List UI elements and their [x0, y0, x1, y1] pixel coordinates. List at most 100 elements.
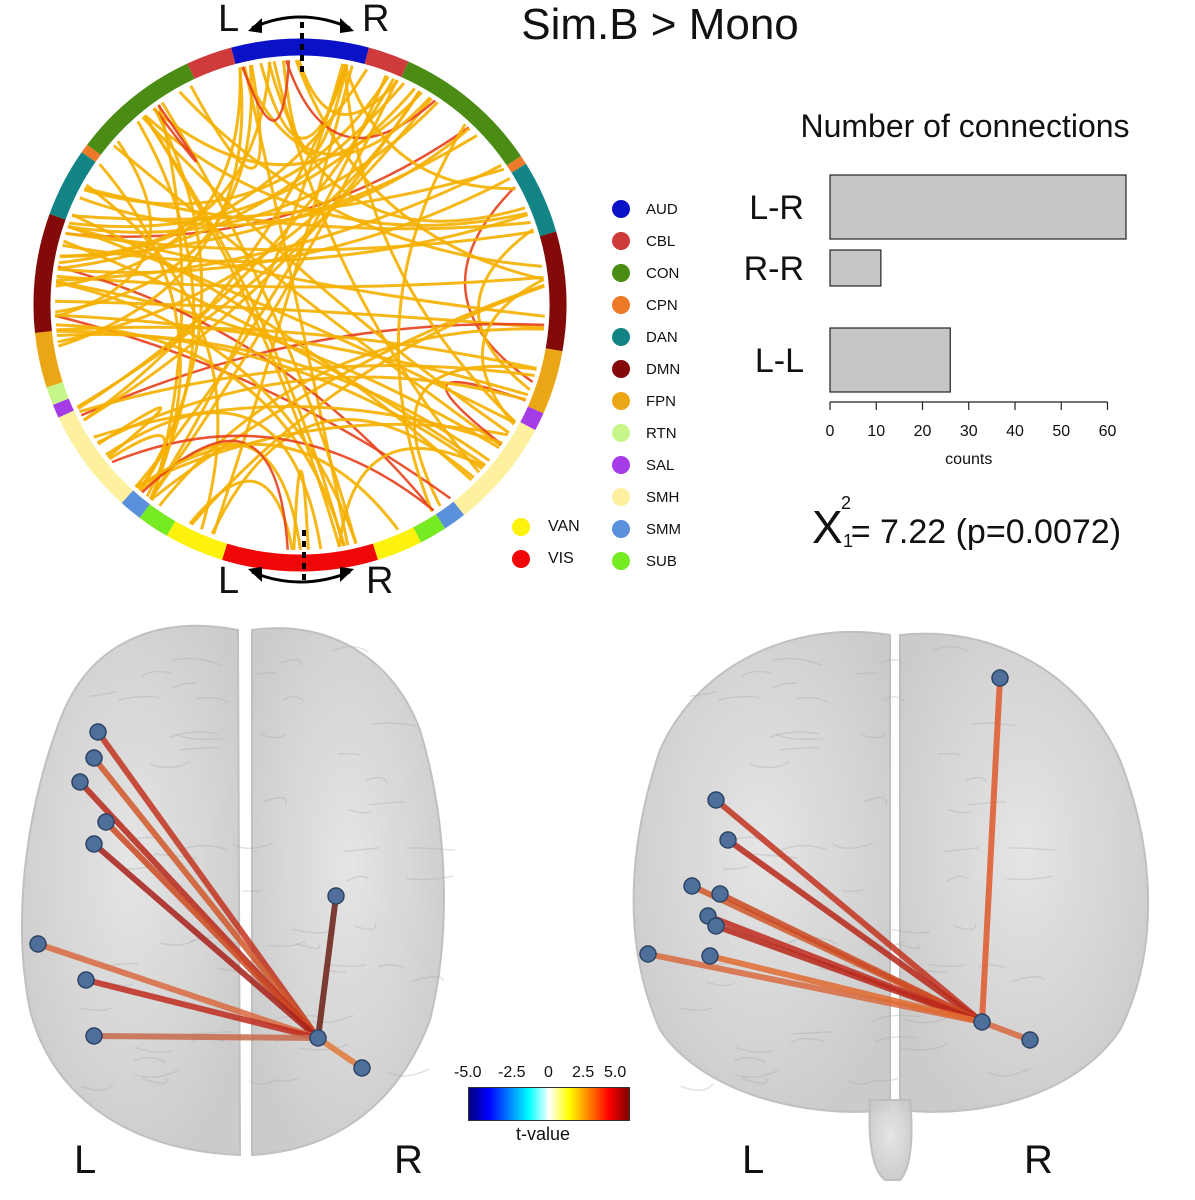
gyrus-line — [1011, 976, 1045, 983]
chord-connection — [67, 101, 439, 234]
x-axis-label: counts — [945, 451, 992, 468]
chord-connection — [56, 163, 502, 282]
legend-label: SAL — [646, 456, 675, 474]
gyrus-line — [874, 1036, 918, 1043]
legend-label: DAN — [646, 328, 678, 346]
gyrus-line — [790, 1031, 832, 1035]
gyrus-line — [387, 1068, 430, 1077]
colorbar-title: t-value — [516, 1124, 571, 1144]
brain-coronal-view — [632, 631, 1150, 1181]
chord-connection — [150, 283, 545, 501]
coronal-hemisphere — [868, 1099, 913, 1181]
legend-item: SUB — [612, 552, 677, 570]
ring-segment-fpn — [527, 348, 563, 414]
brain-connection — [714, 797, 984, 1025]
gyrus-line — [772, 657, 822, 666]
gyrus-line — [842, 889, 864, 892]
gyrus-line — [831, 842, 874, 850]
lr-arrow-top — [248, 15, 354, 72]
gyrus-line — [896, 943, 921, 950]
legend-label: CON — [646, 264, 680, 282]
legend-label: CPN — [646, 296, 678, 314]
gyrus-line — [411, 976, 445, 983]
gyrus-line — [689, 691, 718, 698]
gyrus-line — [231, 842, 274, 850]
gyrus-line — [790, 1037, 825, 1044]
gyrus-line — [160, 939, 196, 946]
legend-item: CPN — [612, 296, 678, 314]
brain-connection — [95, 730, 321, 1040]
gyrus-line — [1006, 875, 1054, 881]
gyrus-line — [346, 875, 370, 882]
chord-connection — [93, 405, 503, 445]
gyrus-line — [733, 1056, 767, 1064]
legend-item: SMH — [612, 488, 679, 506]
gyrus-line — [263, 797, 288, 807]
chord-connection — [152, 91, 423, 167]
legend-item: CBL — [612, 232, 675, 250]
legend-label: VAN — [548, 518, 580, 535]
legend-label: AUD — [646, 200, 678, 218]
gyrus-line — [80, 1083, 114, 1091]
legend-swatch — [612, 264, 630, 282]
chord-connection — [413, 364, 537, 507]
chi-superscript: 2 — [841, 493, 852, 513]
brain-right-view-l-label: L — [742, 1138, 765, 1182]
legend-swatch — [612, 552, 630, 570]
gyrus-line — [882, 695, 905, 702]
gyrus-line — [175, 733, 223, 740]
x-tick-label: 20 — [914, 423, 932, 440]
legend-label: RTN — [646, 424, 677, 442]
ring-segment-cpn — [81, 144, 101, 162]
chord-connection — [272, 61, 481, 474]
legend-swatch — [512, 550, 530, 568]
chi-value-text: = 7.22 (p=0.0072) — [850, 513, 1122, 551]
chord-connection — [57, 177, 511, 274]
chord-diagram — [33, 15, 567, 584]
brain-connection — [37, 941, 319, 1041]
gyrus-line — [848, 1078, 878, 1085]
gyrus-line — [946, 875, 970, 882]
gyrus-line — [118, 695, 161, 701]
gyrus-line — [190, 1031, 232, 1035]
bar — [829, 174, 1127, 240]
brain-connection — [718, 891, 984, 1025]
chord-connection — [294, 59, 544, 281]
figure-title: Sim.B > Mono — [521, 0, 799, 49]
gyrus-line — [977, 964, 1005, 969]
brain-connection — [709, 953, 983, 1025]
brain-node — [1021, 1031, 1039, 1049]
gyrus-line — [944, 847, 980, 853]
legend-label: SMM — [646, 520, 681, 538]
legend-item: AUD — [612, 200, 678, 218]
brain-node — [97, 813, 115, 831]
brain-node — [77, 971, 95, 989]
ring-segment-cbl — [187, 47, 236, 79]
x-tick-label: 40 — [1006, 423, 1024, 440]
ring-segment-rtn — [46, 382, 69, 405]
brain-node — [85, 1027, 103, 1045]
legend-swatch — [612, 328, 630, 346]
legend-item: CON — [612, 264, 679, 282]
gyrus-line — [134, 1046, 174, 1054]
chord-connection — [241, 60, 291, 122]
chord-connection — [112, 144, 502, 447]
gyrus-line — [279, 659, 303, 666]
bar-category-label: R-R — [744, 250, 804, 288]
gyrus-line — [749, 759, 791, 769]
axial-hemisphere — [20, 624, 242, 1157]
legend-item: VIS — [512, 550, 574, 568]
brain-connection — [91, 756, 321, 1040]
gyrus-line — [377, 964, 405, 969]
chord-connection — [71, 167, 505, 221]
chord-connection — [54, 299, 545, 330]
brain-node — [89, 723, 107, 741]
chord-connection — [153, 104, 198, 163]
chord-connection — [138, 107, 204, 492]
legend-item: SMM — [612, 520, 681, 538]
ring-segment-van — [166, 521, 228, 560]
gyrus-line — [855, 672, 877, 675]
brain-left-view-l-label: L — [74, 1138, 97, 1182]
gyrus-line — [348, 809, 372, 814]
